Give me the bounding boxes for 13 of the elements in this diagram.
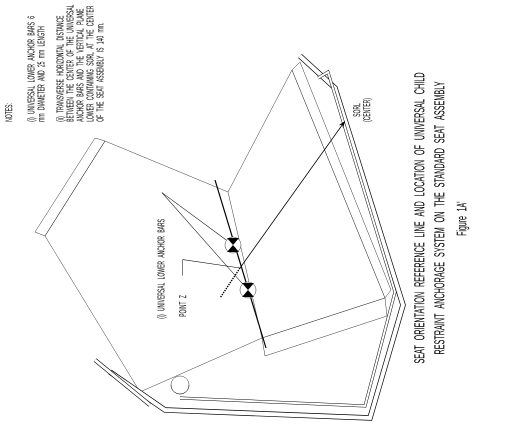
callout-text: (i) UNIVERSAL LOWER ANCHOR BARS <box>157 219 167 318</box>
note-text: (i) UNIVERSAL LOWER ANCHOR BARS 6 mm DIAMETER AND 25 mm LENGTH <box>27 16 45 122</box>
leader-line <box>162 192 227 240</box>
anchor-bar <box>224 236 242 254</box>
leader-line <box>182 259 240 276</box>
note-text: NOTES: <box>5 104 12 122</box>
note-text: (ii) TRANSVERSE HORIZONTAL DISTANCE BETWEEN THE CENTER OF THE UNIVERSAL ANCHOR BARS AND THE VERTICAL PLANE LOWER CONTAINING SORL AT THE CENTER OF THE SEAT ASSEMBLY IS 140 mm. <box>56 4 104 122</box>
note-text: SORL (CENTER) <box>353 98 372 122</box>
figure-number: Figure 1A' <box>456 202 470 236</box>
caption: SEAT ORIENTATION REFERENCE LINE AND LOCATION OF UNIVERSAL CHILD RESTRAINT ANCHORAGE SYSTEM ON THE STANDARD SEAT ASSEMBLY <box>414 72 444 364</box>
callout-text: POINT Z <box>179 295 186 316</box>
anchor-bar <box>240 282 256 298</box>
leader-line <box>162 192 243 284</box>
